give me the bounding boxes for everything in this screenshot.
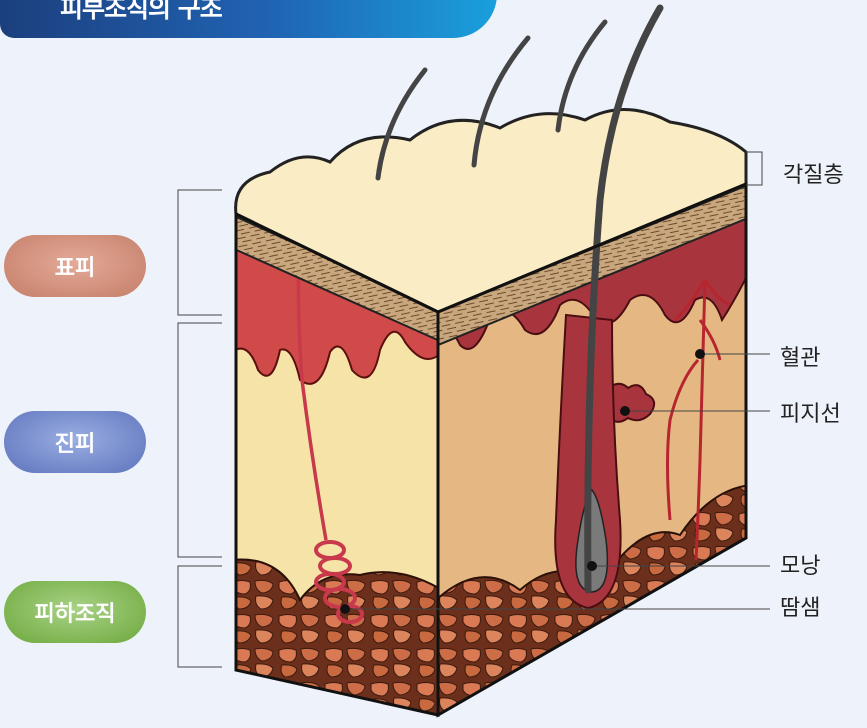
page-title: 피부조직의 구조 [60,0,223,23]
label-hair-follicle: 모낭 [780,554,821,579]
label-stratum-corneum: 각질층 [783,163,844,188]
header-banner [0,0,497,38]
dermis-badge: 진피 [4,411,146,473]
label-blood-vessel: 혈관 [780,346,821,371]
label-sweat-gland: 땀샘 [780,596,821,621]
label-sebaceous-gland: 피지선 [780,402,841,427]
hypodermis-badge: 피하조직 [4,581,146,643]
epidermis-badge: 표피 [4,235,146,297]
